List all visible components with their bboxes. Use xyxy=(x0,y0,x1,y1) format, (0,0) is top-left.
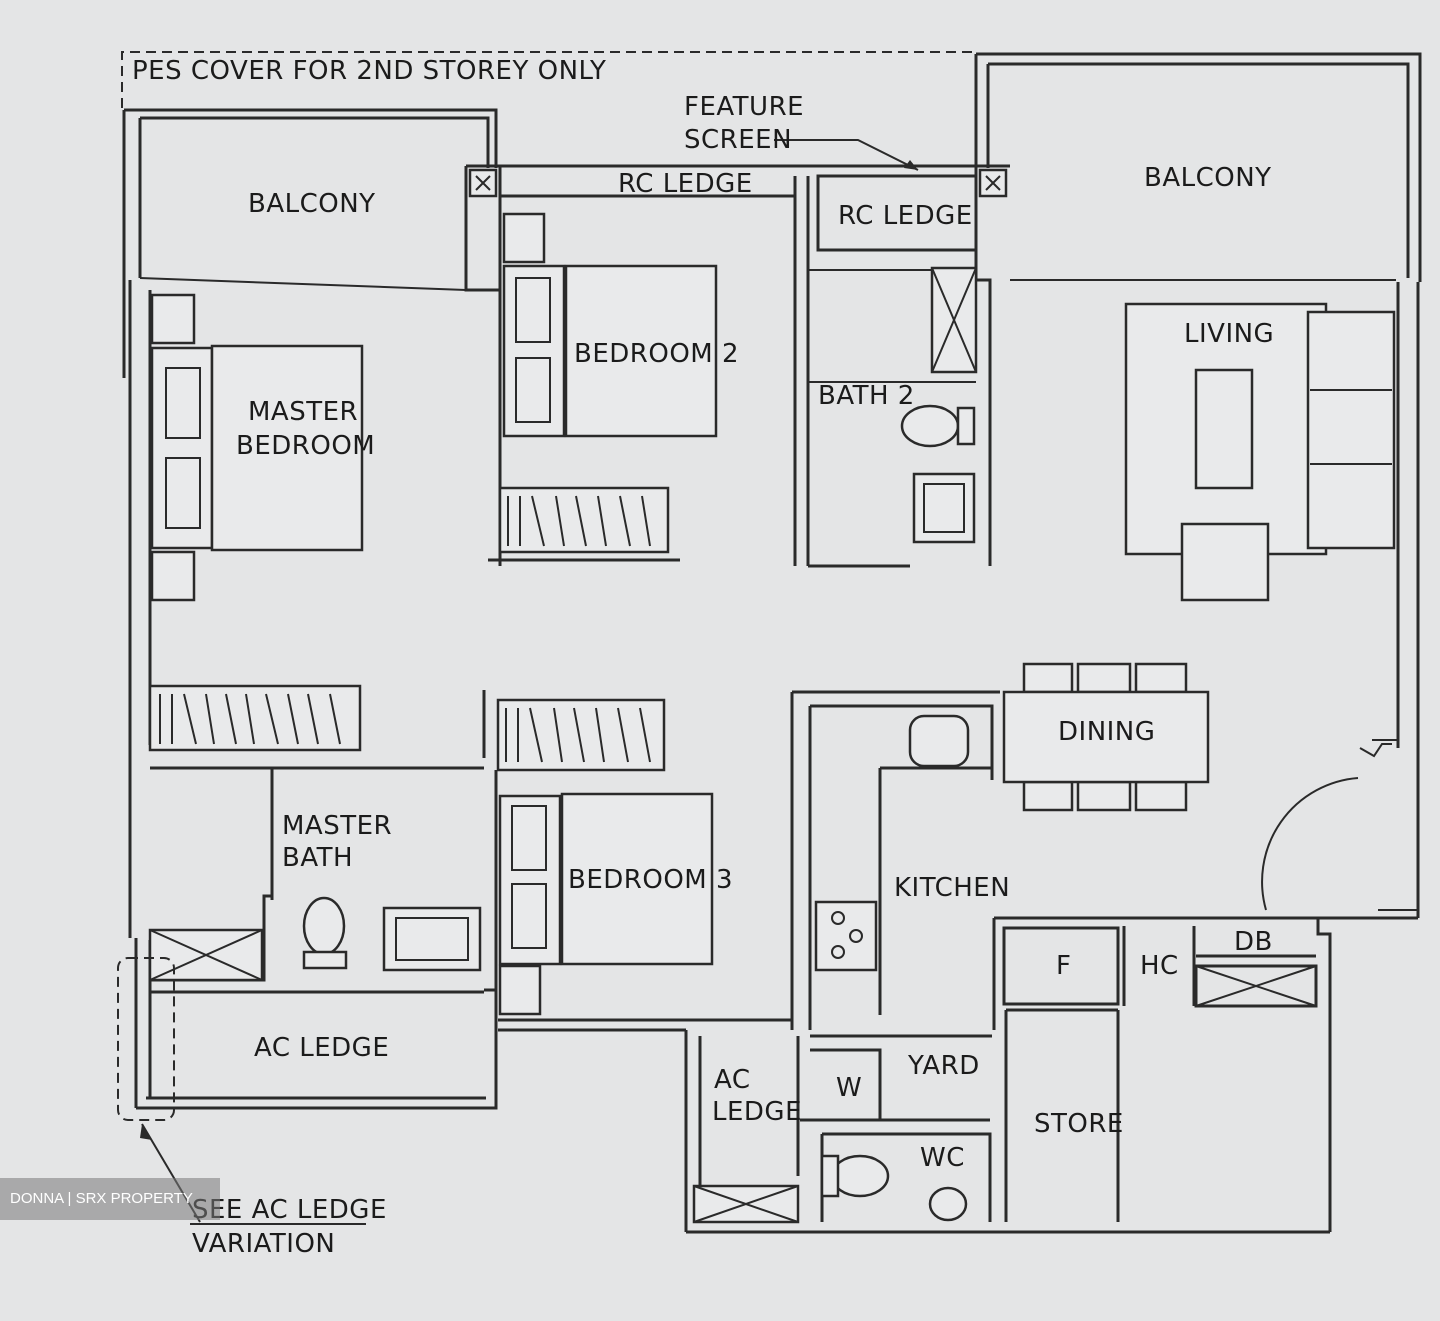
label-rc-ledge-small: RC LEDGE xyxy=(838,201,973,231)
pes-cover-outline xyxy=(121,51,976,108)
label-hc: HC xyxy=(1140,951,1179,981)
label-living: LIVING xyxy=(1184,319,1274,349)
furniture-wardrobes xyxy=(148,486,670,772)
label-balcony-left: BALCONY xyxy=(248,189,376,219)
label-yard: YARD xyxy=(907,1051,980,1081)
label-see-ac-ledge: SEE AC LEDGE xyxy=(192,1195,387,1225)
fixtures xyxy=(148,266,1317,1224)
columns xyxy=(468,168,1008,198)
label-feature-screen-1: FEATURE xyxy=(684,92,804,122)
label-ac-ledge-left: AC LEDGE xyxy=(254,1033,389,1063)
label-ac-ledge-small-1: AC xyxy=(714,1065,750,1095)
label-ac-ledge-small-2: LEDGE xyxy=(712,1097,802,1127)
label-store: STORE xyxy=(1034,1109,1124,1139)
label-master-bedroom-2: BEDROOM xyxy=(236,431,375,461)
label-rc-ledge-top: RC LEDGE xyxy=(618,169,753,199)
label-bedroom-2: BEDROOM 2 xyxy=(574,339,739,369)
furniture-beds xyxy=(150,212,718,1016)
label-master-bath-2: BATH xyxy=(282,843,353,873)
label-db: DB xyxy=(1234,927,1273,957)
label-balcony-right: BALCONY xyxy=(1144,163,1272,193)
watermark: DONNA | SRX PROPERTY xyxy=(0,1178,220,1220)
label-w: W xyxy=(836,1073,862,1103)
label-pes-cover: PES COVER FOR 2ND STOREY ONLY xyxy=(132,56,606,86)
label-kitchen: KITCHEN xyxy=(894,873,1010,903)
label-variation: VARIATION xyxy=(192,1229,335,1259)
exterior-walls xyxy=(122,52,1422,1234)
label-feature-screen-2: SCREEN xyxy=(684,125,792,155)
label-master-bedroom-1: MASTER xyxy=(248,397,358,427)
living-dining-furniture xyxy=(1002,302,1396,911)
interior-walls xyxy=(139,168,1398,1222)
label-fridge: F xyxy=(1056,951,1071,981)
feature-screen-arrow xyxy=(774,139,919,171)
label-wc: WC xyxy=(920,1143,965,1173)
label-dining: DINING xyxy=(1058,717,1155,747)
label-bath-2: BATH 2 xyxy=(818,381,915,411)
label-master-bath-1: MASTER xyxy=(282,811,392,841)
label-bedroom-3: BEDROOM 3 xyxy=(568,865,733,895)
